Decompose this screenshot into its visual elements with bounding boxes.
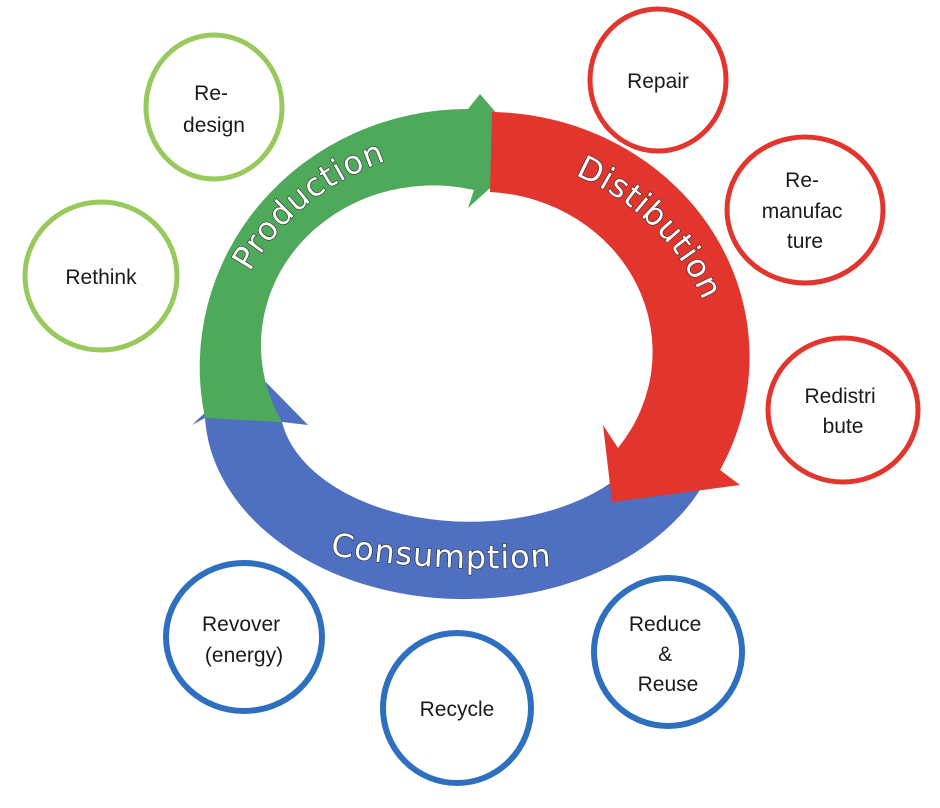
- consumption-arrow: [192, 368, 700, 600]
- redistribute-circle: Redistri bute: [765, 335, 921, 485]
- rethink-text: Rethink: [65, 266, 137, 289]
- recycle-text: Recycle: [420, 698, 495, 721]
- reduce-reuse-text: Reduce & Reuse: [629, 613, 707, 696]
- cycle-diagram: Production Distibution Consumption: [192, 94, 750, 600]
- remanufacture-circle: Re- manufac ture: [724, 134, 886, 286]
- distribution-arrow: [490, 112, 750, 502]
- redistribute-text: Redistri bute: [804, 385, 881, 438]
- repair-text: Repair: [627, 70, 689, 93]
- recover-energy-text: Revover (energy): [202, 613, 286, 667]
- production-arrow: [199, 94, 531, 422]
- remanufacture-text: Re- manufac ture: [762, 169, 848, 253]
- recycle-circle: Recycle: [380, 630, 534, 786]
- rethink-circle: Rethink: [22, 199, 180, 353]
- repair-circle: Repair: [587, 6, 729, 154]
- reduce-reuse-circle: Reduce & Reuse: [591, 575, 745, 729]
- recover-energy-circle: Revover (energy): [163, 560, 325, 714]
- redesign-text: Re- design: [183, 82, 245, 137]
- redesign-circle: Re- design: [143, 32, 285, 182]
